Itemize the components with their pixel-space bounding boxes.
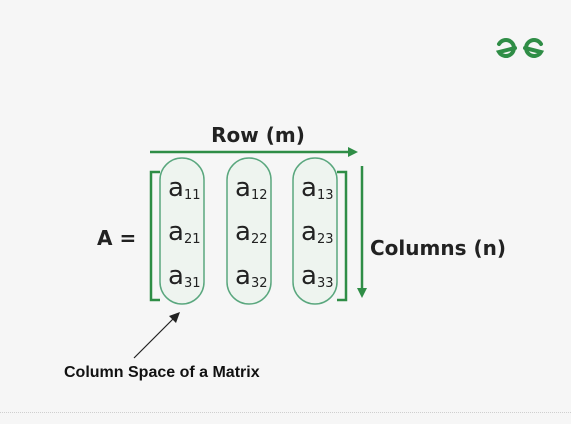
matrix-entry-base: a <box>168 261 184 291</box>
matrix-entry-subscript: 13 <box>317 188 334 203</box>
column-2-pill <box>226 157 272 305</box>
matrix-entry-base: a <box>301 173 317 203</box>
columns-label: Columns (n) <box>370 236 506 260</box>
column-1-pill <box>159 157 205 305</box>
matrix-entry-subscript: 21 <box>184 232 201 247</box>
matrix-entry-base: a <box>235 261 251 291</box>
matrix-entry-subscript: 33 <box>317 276 334 291</box>
matrix-entry: a12 <box>235 173 267 203</box>
matrix-entry-base: a <box>235 217 251 247</box>
matrix-entry: a33 <box>301 261 333 291</box>
matrix-entry: a31 <box>168 261 200 291</box>
matrix-entry-base: a <box>301 217 317 247</box>
matrix-entry: a22 <box>235 217 267 247</box>
caption-pointer-line <box>133 317 175 359</box>
matrix-label: A = <box>97 226 136 250</box>
column-3-pill <box>292 157 338 305</box>
matrix-entry-base: a <box>168 217 184 247</box>
caption-pointer-arrowhead-icon <box>169 312 180 323</box>
matrix-entry: a32 <box>235 261 267 291</box>
matrix-entry-base: a <box>235 173 251 203</box>
matrix-entry-subscript: 23 <box>317 232 334 247</box>
caption: Column Space of a Matrix <box>64 364 260 381</box>
matrix-entry-subscript: 11 <box>184 188 201 203</box>
matrix-entry-subscript: 22 <box>251 232 268 247</box>
matrix-entry: a13 <box>301 173 333 203</box>
left-bracket-icon <box>149 170 160 302</box>
matrix-entry-base: a <box>168 173 184 203</box>
matrix-entry: a21 <box>168 217 200 247</box>
gfg-logo-icon <box>495 38 545 58</box>
bottom-dotted-divider <box>0 412 571 413</box>
matrix-entry: a23 <box>301 217 333 247</box>
matrix-entry-subscript: 12 <box>251 188 268 203</box>
row-label: Row (m) <box>211 123 305 147</box>
matrix-entry-base: a <box>301 261 317 291</box>
right-bracket-icon <box>337 170 348 302</box>
matrix-entry: a11 <box>168 173 200 203</box>
matrix-entry-subscript: 31 <box>184 276 201 291</box>
matrix-entry-subscript: 32 <box>251 276 268 291</box>
